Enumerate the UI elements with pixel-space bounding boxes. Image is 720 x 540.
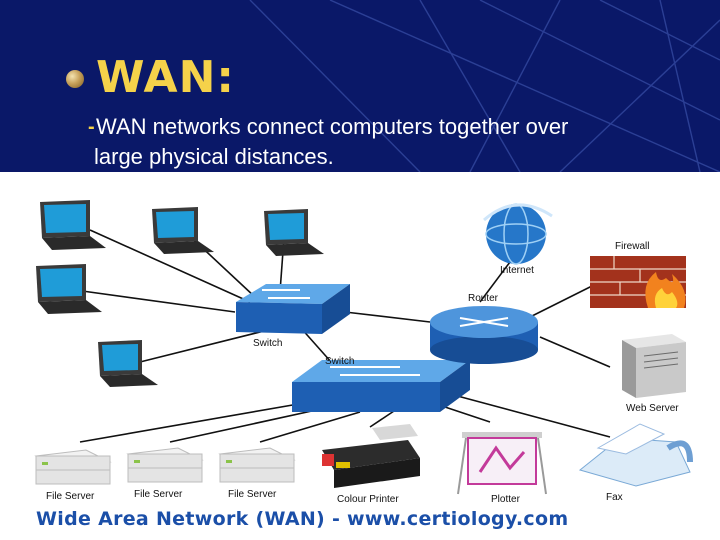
bullet-line-2: large physical distances. [94, 144, 334, 169]
router-label: Router [468, 293, 499, 304]
slide-header: WAN: - WAN networks connect computers to… [0, 0, 720, 172]
bullet-dash: - [88, 116, 95, 138]
file-server-3-icon [218, 447, 296, 483]
laptop-4-icon [36, 264, 102, 314]
wan-diagram: Switch Switch Router [34, 200, 693, 505]
switch-bottom-label: Switch [325, 356, 354, 367]
web-server-label: Web Server [626, 403, 679, 414]
colour-printer-label: Colour Printer [337, 494, 399, 505]
background-rays [249, 0, 720, 172]
internet-globe-icon [483, 203, 553, 265]
laptop-3-icon [264, 209, 324, 256]
file-server-1-label: File Server [46, 491, 95, 502]
laptop-5-icon [98, 340, 158, 387]
fax-label: Fax [606, 492, 623, 503]
internet-label: Internet [500, 265, 534, 276]
switch-bottom-icon [292, 360, 470, 412]
bullet-line-1: WAN networks connect computers together … [96, 114, 569, 139]
bullet-text: WAN networks connect computers together … [94, 112, 656, 172]
file-server-2-label: File Server [134, 489, 183, 500]
plotter-icon [457, 432, 547, 495]
slide-title: WAN: [96, 52, 236, 103]
fax-icon [578, 423, 693, 487]
file-server-1-icon [34, 449, 112, 485]
file-server-3-label: File Server [228, 489, 277, 500]
plotter-label: Plotter [491, 494, 521, 505]
switch-top-label: Switch [253, 338, 282, 349]
laptop-2-icon [152, 207, 214, 254]
footer [0, 505, 720, 540]
switch-top-icon [236, 284, 350, 334]
title-bullet-icon [66, 70, 84, 88]
firewall-label: Firewall [615, 241, 649, 252]
router-icon [430, 306, 538, 364]
colour-printer-icon [322, 424, 420, 488]
file-server-2-icon [126, 447, 204, 483]
firewall-icon [590, 256, 686, 308]
footer-caption: Wide Area Network (WAN) - www.certiology… [36, 508, 569, 530]
laptop-1-icon [40, 200, 106, 250]
web-server-icon [622, 334, 686, 398]
